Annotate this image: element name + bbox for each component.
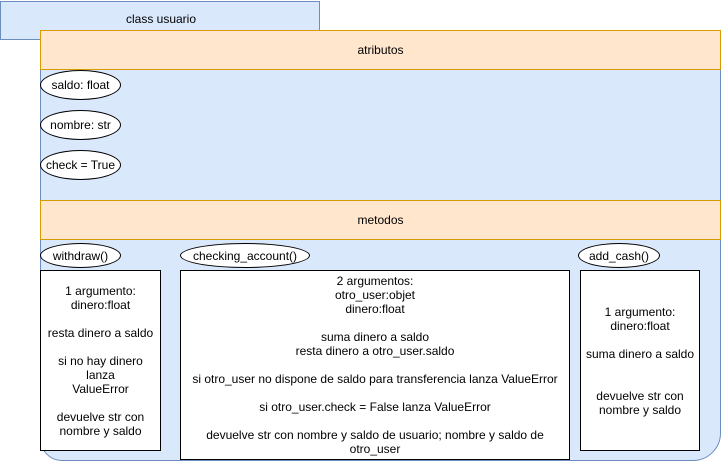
attribute-label: saldo: float: [51, 78, 110, 92]
method-label: add_cash(): [588, 248, 650, 263]
methods-section-header: metodos: [40, 200, 721, 240]
class-title: class usuario: [125, 12, 197, 26]
description-line: suma dinero a saldo: [585, 346, 695, 361]
description-line: devuelve str con nombre y saldo de usuar…: [206, 428, 544, 456]
add-cash-description: 1 argumento: dinero:float suma dinero a …: [580, 270, 700, 451]
description-line: si otro_user no dispone de saldo para tr…: [192, 372, 558, 386]
description-line: devuelve str con nombre y saldo: [56, 409, 145, 438]
attribute-check: check = True: [40, 150, 121, 180]
description-line: 2 argumentos: otro_user:objet dinero:flo…: [334, 274, 416, 316]
method-label: checking_account(): [192, 248, 298, 263]
description-line: resta dinero a saldo: [47, 325, 154, 340]
method-checking-account: checking_account(): [180, 243, 310, 268]
attribute-saldo: saldo: float: [40, 70, 121, 100]
methods-header-label: metodos: [357, 213, 404, 227]
description-line: si otro_user.check = False lanza ValueEr…: [259, 400, 491, 414]
description-line: 1 argumento: dinero:float: [604, 304, 676, 333]
attributes-section-header: atributos: [40, 30, 721, 70]
attributes-header-label: atributos: [357, 43, 404, 57]
method-label: withdraw(): [52, 248, 109, 263]
attribute-label: nombre: str: [50, 118, 111, 132]
attribute-nombre: nombre: str: [40, 110, 121, 140]
attribute-label: check = True: [45, 158, 116, 172]
method-withdraw: withdraw(): [40, 243, 121, 268]
description-line: 1 argumento: dinero:float: [65, 283, 136, 312]
withdraw-description: 1 argumento: dinero:float resta dinero a…: [40, 270, 161, 451]
description-line: devuelve str con nombre y saldo: [596, 388, 684, 417]
description-line: si no hay dinero lanza ValueError: [58, 353, 143, 396]
method-add-cash: add_cash(): [578, 243, 660, 268]
checking-account-description: 2 argumentos: otro_user:objet dinero:flo…: [180, 270, 570, 460]
description-line: suma dinero a saldo resta dinero a otro_…: [295, 330, 455, 358]
